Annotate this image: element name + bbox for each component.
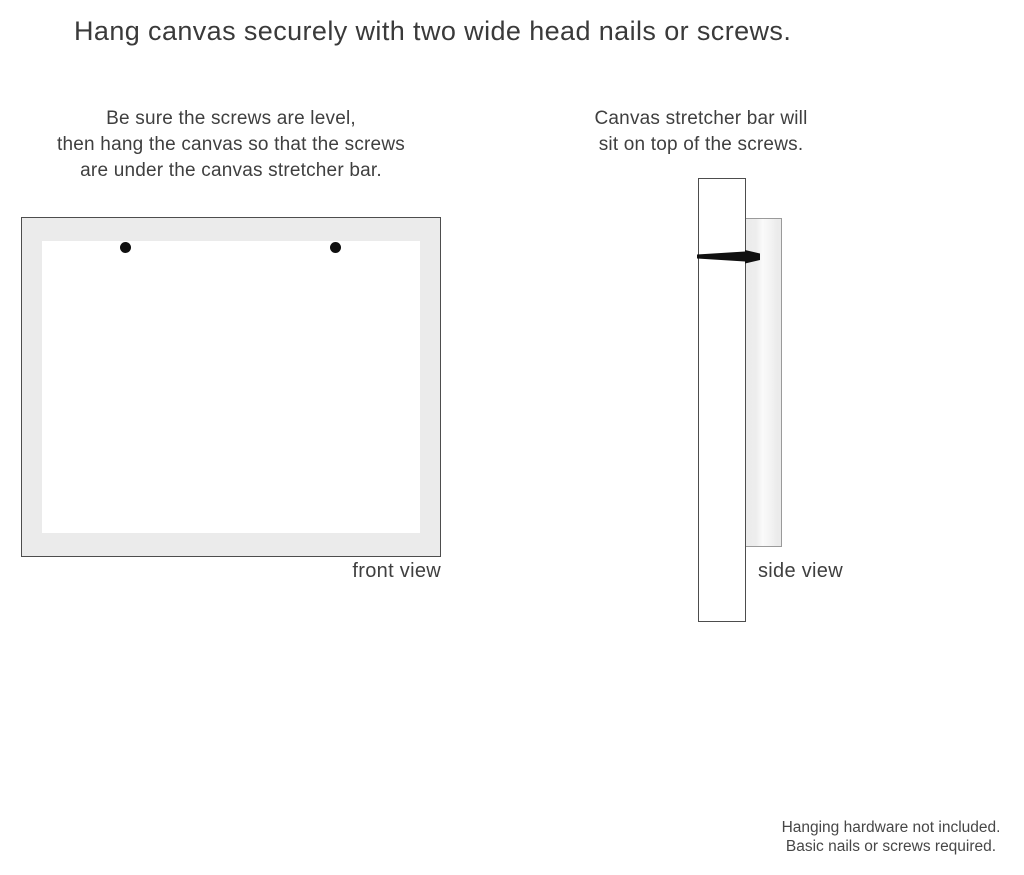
nail-icon: [697, 250, 760, 264]
hardware-disclaimer-line: Basic nails or screws required.: [785, 838, 997, 855]
side-view-instructions: Canvas stretcher bar will sit on top of …: [551, 106, 851, 158]
nail-shaft: [697, 251, 745, 262]
front-view-instructions: Be sure the screws are level, then hang …: [11, 106, 451, 184]
nail-head-icon: [120, 242, 131, 253]
side-view-label: side view: [758, 560, 843, 582]
side-view-instruction-line: Canvas stretcher bar will: [594, 108, 808, 129]
front-view-instruction-line: are under the canvas stretcher bar.: [80, 160, 382, 181]
page-title: Hang canvas securely with two wide head …: [74, 16, 792, 46]
front-view-canvas-diagram: [21, 217, 441, 557]
side-view-instruction-line: sit on top of the screws.: [598, 134, 804, 155]
front-view-label: front view: [352, 560, 441, 582]
front-view-instruction-line: Be sure the screws are level,: [106, 108, 356, 129]
canvas-inner-face: [42, 241, 420, 533]
front-view-instruction-line: then hang the canvas so that the screws: [57, 134, 405, 155]
hardware-disclaimer-line: Hanging hardware not included.: [781, 819, 1001, 836]
hardware-disclaimer: Hanging hardware not included. Basic nai…: [741, 818, 1024, 856]
nail-head-icon: [330, 242, 341, 253]
nail-point: [745, 250, 760, 264]
